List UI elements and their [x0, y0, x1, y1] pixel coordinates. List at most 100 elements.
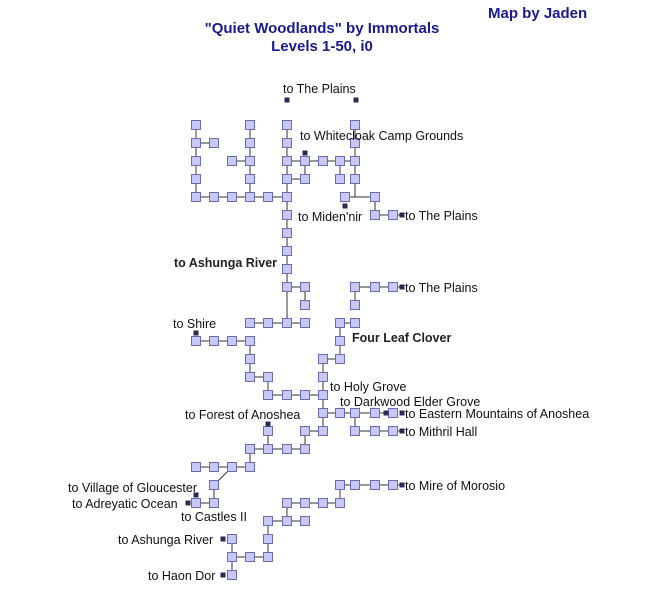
room[interactable] — [370, 210, 380, 220]
room[interactable] — [282, 138, 292, 148]
room[interactable] — [227, 462, 237, 472]
room[interactable] — [245, 354, 255, 364]
room[interactable] — [245, 192, 255, 202]
room[interactable] — [263, 444, 273, 454]
room[interactable] — [263, 192, 273, 202]
room[interactable] — [350, 318, 360, 328]
room[interactable] — [370, 480, 380, 490]
room[interactable] — [245, 372, 255, 382]
room[interactable] — [335, 156, 345, 166]
room[interactable] — [300, 390, 310, 400]
room[interactable] — [282, 498, 292, 508]
room[interactable] — [245, 138, 255, 148]
room[interactable] — [282, 210, 292, 220]
room[interactable] — [340, 192, 350, 202]
room[interactable] — [282, 246, 292, 256]
room[interactable] — [263, 552, 273, 562]
room[interactable] — [318, 408, 328, 418]
room[interactable] — [350, 156, 360, 166]
room[interactable] — [318, 354, 328, 364]
room[interactable] — [227, 552, 237, 562]
room[interactable] — [263, 534, 273, 544]
room[interactable] — [388, 480, 398, 490]
room[interactable] — [191, 156, 201, 166]
room[interactable] — [350, 174, 360, 184]
room[interactable] — [388, 426, 398, 436]
room[interactable] — [300, 156, 310, 166]
room[interactable] — [245, 336, 255, 346]
room[interactable] — [209, 138, 219, 148]
room[interactable] — [191, 138, 201, 148]
room[interactable] — [282, 192, 292, 202]
room[interactable] — [245, 462, 255, 472]
room[interactable] — [350, 408, 360, 418]
room[interactable] — [350, 282, 360, 292]
room[interactable] — [318, 426, 328, 436]
room[interactable] — [191, 336, 201, 346]
room[interactable] — [282, 120, 292, 130]
room[interactable] — [245, 156, 255, 166]
room[interactable] — [335, 318, 345, 328]
room[interactable] — [191, 192, 201, 202]
room[interactable] — [263, 372, 273, 382]
room[interactable] — [370, 192, 380, 202]
room[interactable] — [227, 570, 237, 580]
room[interactable] — [227, 156, 237, 166]
room[interactable] — [245, 120, 255, 130]
room[interactable] — [335, 354, 345, 364]
room[interactable] — [335, 498, 345, 508]
room[interactable] — [263, 390, 273, 400]
room[interactable] — [282, 156, 292, 166]
room[interactable] — [318, 390, 328, 400]
room[interactable] — [282, 318, 292, 328]
room[interactable] — [350, 138, 360, 148]
room[interactable] — [191, 498, 201, 508]
room[interactable] — [227, 336, 237, 346]
room[interactable] — [318, 498, 328, 508]
room[interactable] — [318, 156, 328, 166]
room[interactable] — [370, 426, 380, 436]
room[interactable] — [227, 534, 237, 544]
room[interactable] — [350, 120, 360, 130]
room[interactable] — [227, 192, 237, 202]
room[interactable] — [282, 174, 292, 184]
room[interactable] — [388, 210, 398, 220]
room[interactable] — [209, 498, 219, 508]
room[interactable] — [245, 552, 255, 562]
room[interactable] — [263, 426, 273, 436]
room[interactable] — [191, 462, 201, 472]
room[interactable] — [209, 462, 219, 472]
room[interactable] — [245, 444, 255, 454]
room[interactable] — [282, 390, 292, 400]
room[interactable] — [335, 174, 345, 184]
room[interactable] — [388, 408, 398, 418]
room[interactable] — [318, 372, 328, 382]
room[interactable] — [388, 282, 398, 292]
room[interactable] — [191, 120, 201, 130]
room[interactable] — [263, 516, 273, 526]
room[interactable] — [300, 318, 310, 328]
room[interactable] — [300, 426, 310, 436]
room[interactable] — [209, 336, 219, 346]
room[interactable] — [282, 444, 292, 454]
room[interactable] — [350, 426, 360, 436]
room[interactable] — [335, 480, 345, 490]
room[interactable] — [300, 444, 310, 454]
room[interactable] — [245, 318, 255, 328]
room[interactable] — [209, 480, 219, 490]
room[interactable] — [282, 264, 292, 274]
room[interactable] — [300, 498, 310, 508]
room[interactable] — [335, 408, 345, 418]
room[interactable] — [350, 480, 360, 490]
room[interactable] — [282, 282, 292, 292]
room[interactable] — [350, 300, 360, 310]
room[interactable] — [263, 318, 273, 328]
room[interactable] — [209, 192, 219, 202]
room[interactable] — [335, 336, 345, 346]
room[interactable] — [300, 282, 310, 292]
room[interactable] — [300, 516, 310, 526]
room[interactable] — [300, 174, 310, 184]
room[interactable] — [370, 282, 380, 292]
room[interactable] — [282, 516, 292, 526]
room[interactable] — [245, 174, 255, 184]
